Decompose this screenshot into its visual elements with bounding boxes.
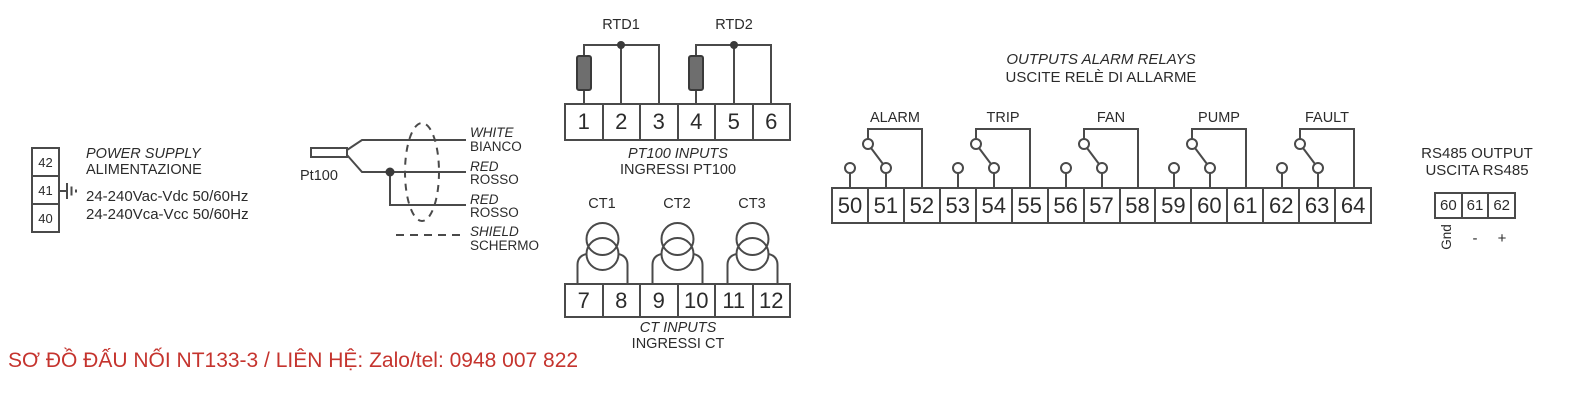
terminal-55: 55 xyxy=(1010,189,1047,222)
terminal-rs485-61: 61 xyxy=(1460,194,1488,217)
terminal-11: 11 xyxy=(714,285,752,316)
contact-caption: SƠ ĐỒ ĐẤU NỐI NT133-3 / LIÊN HỆ: Zalo/te… xyxy=(8,349,579,372)
terminal-6: 6 xyxy=(751,105,790,139)
rtd1-resistor-icon xyxy=(576,55,592,91)
relay-pump-contacts xyxy=(1168,128,1247,188)
terminal-41: 41 xyxy=(31,175,60,205)
ct-terminal-strip: 7 8 9 10 11 12 xyxy=(564,283,791,318)
terminal-8: 8 xyxy=(601,285,640,316)
terminal-63: 63 xyxy=(1298,189,1334,222)
relays-title-en: OUTPUTS ALARM RELAYS xyxy=(1006,51,1196,68)
wire-white-en: WHITE xyxy=(470,125,514,140)
terminal-10: 10 xyxy=(676,285,715,316)
wire-red2-en: RED xyxy=(470,192,499,207)
terminal-60: 60 xyxy=(1190,189,1226,222)
relays-title-it: USCITE RELÈ DI ALLARME xyxy=(1005,69,1197,86)
terminal-62: 62 xyxy=(1262,189,1298,222)
terminal-2: 2 xyxy=(601,105,640,139)
relay-alarm-label: ALARM xyxy=(870,110,920,126)
terminal-1: 1 xyxy=(577,109,590,134)
relay-trip-contacts xyxy=(952,128,1031,188)
terminal-5: 5 xyxy=(714,105,752,139)
ct3-symbol xyxy=(726,222,779,284)
pt100-sensor-label: Pt100 xyxy=(300,168,338,184)
power-supply-title-it: ALIMENTAZIONE xyxy=(86,162,202,178)
terminal-61: 61 xyxy=(1226,189,1262,222)
terminal-rs485-62: 62 xyxy=(1487,194,1514,217)
relay-pump-label: PUMP xyxy=(1198,110,1240,126)
rs485-pin-gnd: Gnd xyxy=(1439,224,1454,250)
power-supply-title-en: POWER SUPPLY xyxy=(86,146,201,162)
rs485-pin-minus: - xyxy=(1472,230,1478,247)
ct2-label: CT2 xyxy=(663,196,691,212)
relay-fault-contacts xyxy=(1276,128,1355,188)
terminal-42: 42 xyxy=(31,147,60,177)
rtd2-label: RTD2 xyxy=(715,17,753,33)
relay-terminal-strip: 50 51 52 53 54 55 56 57 58 59 60 61 62 6… xyxy=(831,187,1372,224)
ct1-symbol xyxy=(576,222,629,284)
terminal-50: 50 xyxy=(837,192,863,218)
ct1-label: CT1 xyxy=(588,196,616,212)
wire-red1-it: ROSSO xyxy=(470,172,519,187)
terminal-51: 51 xyxy=(866,189,903,222)
pt100-inputs-title-en: PT100 INPUTS xyxy=(628,146,728,162)
terminal-3: 3 xyxy=(639,105,677,139)
relay-fan-label: FAN xyxy=(1096,110,1126,126)
rtd1-wiring xyxy=(576,41,660,105)
rtd1-label: RTD1 xyxy=(602,17,640,33)
terminal-52: 52 xyxy=(902,189,939,222)
terminal-58: 58 xyxy=(1118,189,1155,222)
pt100-terminal-strip: 1 2 3 4 5 6 xyxy=(564,103,791,141)
earth-ground-icon xyxy=(59,183,77,199)
terminal-4: 4 xyxy=(676,105,715,139)
terminal-56: 56 xyxy=(1046,189,1083,222)
terminal-54: 54 xyxy=(974,189,1011,222)
wire-shield-it: SCHERMO xyxy=(470,238,540,253)
wire-red1-en: RED xyxy=(470,159,499,174)
rs485-title-it: USCITA RS485 xyxy=(1425,162,1529,179)
pt100-probe-wiring xyxy=(310,122,466,236)
relay-alarm-contacts xyxy=(844,128,923,188)
relay-fan-contacts xyxy=(1060,128,1139,188)
terminal-59: 59 xyxy=(1154,189,1190,222)
relay-fault-label: FAULT xyxy=(1304,110,1350,126)
power-rating-line1: 24-240Vac-Vdc 50/60Hz xyxy=(86,188,249,205)
terminal-rs485-60: 60 xyxy=(1439,197,1457,214)
power-terminal-block: 42 41 40 xyxy=(31,147,60,233)
ct3-label: CT3 xyxy=(738,196,766,212)
ct-inputs-title-it: INGRESSI CT xyxy=(631,336,725,352)
ct-inputs-title-en: CT INPUTS xyxy=(639,320,717,336)
wire-shield-en: SHIELD xyxy=(470,224,519,239)
wire-red2-it: ROSSO xyxy=(470,205,519,220)
power-rating-line2: 24-240Vca-Vcc 50/60Hz xyxy=(86,206,249,223)
terminal-9: 9 xyxy=(639,285,677,316)
terminal-12: 12 xyxy=(751,285,790,316)
rtd2-resistor-icon xyxy=(688,55,704,91)
wire-white-it: BIANCO xyxy=(470,139,522,154)
rtd2-wiring xyxy=(688,41,772,105)
rs485-pin-plus: + xyxy=(1497,230,1507,247)
terminal-64: 64 xyxy=(1334,189,1370,222)
terminal-53: 53 xyxy=(938,189,975,222)
terminal-40: 40 xyxy=(31,203,60,233)
ct2-symbol xyxy=(651,222,704,284)
pt100-inputs-title-it: INGRESSI PT100 xyxy=(619,162,737,178)
rs485-terminal-strip: 60 61 62 xyxy=(1434,192,1516,219)
terminal-57: 57 xyxy=(1082,189,1119,222)
terminal-7: 7 xyxy=(577,287,590,313)
relay-trip-label: TRIP xyxy=(986,110,1020,126)
rs485-title-en: RS485 OUTPUT xyxy=(1421,145,1533,162)
